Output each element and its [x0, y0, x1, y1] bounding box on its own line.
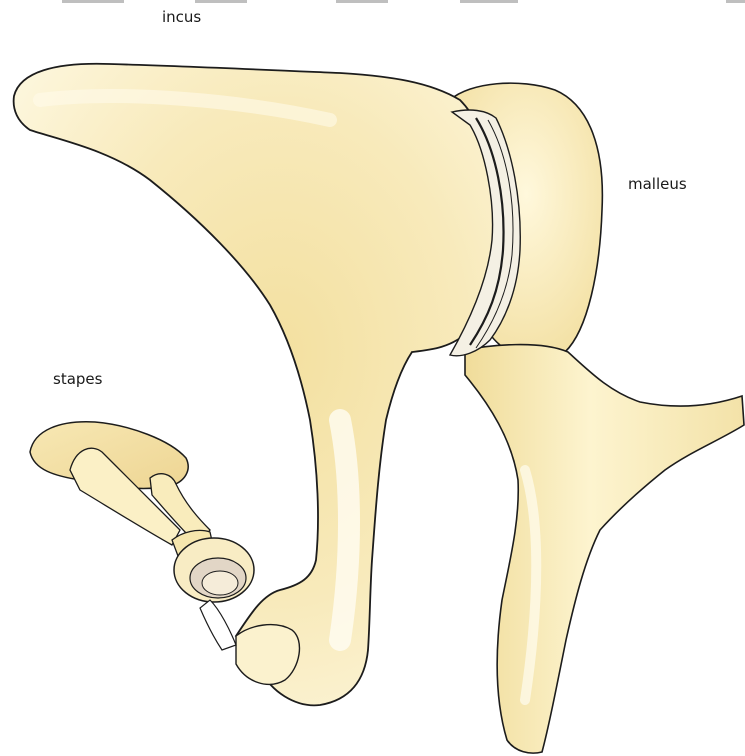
stapes-bone	[30, 422, 254, 650]
incus-label: incus	[162, 8, 201, 26]
stapes-label: stapes	[53, 370, 102, 388]
incus-lenticular-process	[236, 625, 299, 685]
stapes-joint-band	[200, 600, 236, 650]
incudostapedial-joint-inner	[202, 571, 238, 595]
incus-long-process-highlight	[340, 420, 349, 640]
malleus-label: malleus	[628, 175, 687, 193]
malleus-handle	[465, 345, 744, 754]
